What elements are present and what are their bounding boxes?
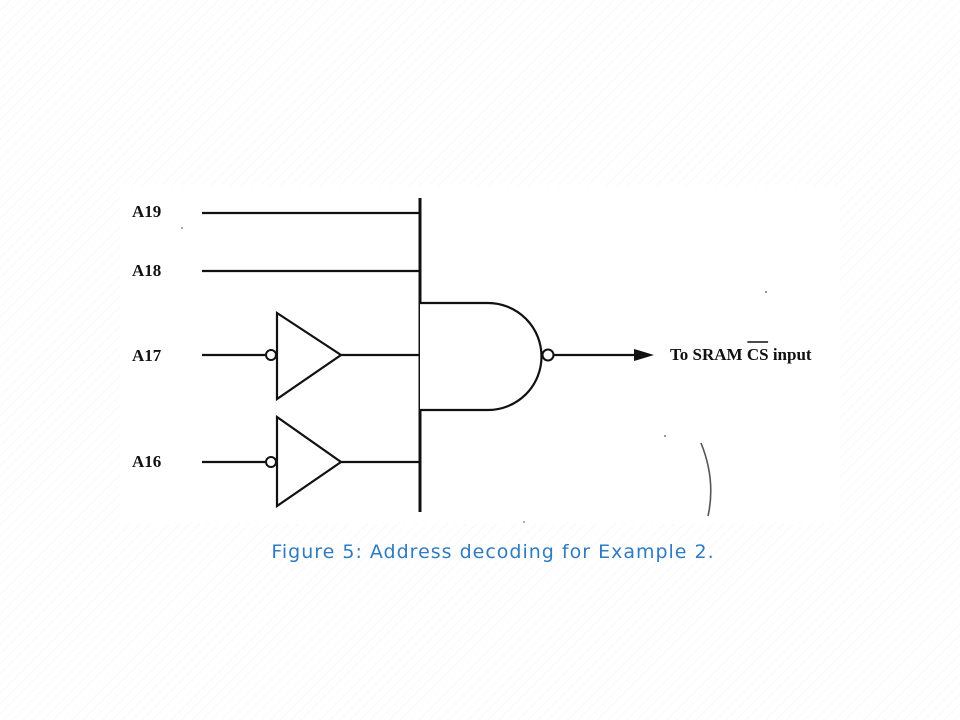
figure-caption: Figure 5: Address decoding for Example 2… [271, 541, 715, 563]
output-label: To SRAM CS input [670, 345, 812, 364]
address-decoder-diagram: A19 A18 A17 A16 [120, 186, 840, 524]
output-label-suffix: input [769, 345, 812, 364]
buffer-a17 [275, 310, 343, 402]
input-label-a17: A17 [132, 346, 162, 365]
scan-dust [664, 435, 666, 437]
input-label-a18: A18 [132, 261, 161, 280]
scan-dust [765, 291, 767, 293]
input-label-a19: A19 [132, 202, 161, 221]
nand-output-bubble [541, 348, 555, 362]
nand-gate [420, 301, 543, 412]
scan-artifact-arc [700, 442, 712, 517]
output-label-prefix: To SRAM [670, 345, 747, 364]
input-label-a16: A16 [132, 452, 161, 471]
diagram-canvas: A19 A18 A17 A16 [132, 198, 812, 523]
scan-dust [523, 521, 525, 523]
buffer-a16 [275, 414, 343, 509]
output-label-signal: CS [747, 345, 769, 364]
scan-dust [181, 227, 183, 229]
inverter-bubble-a17 [265, 349, 277, 361]
output-arrow-icon [634, 349, 654, 361]
inverter-bubble-a16 [265, 456, 277, 468]
